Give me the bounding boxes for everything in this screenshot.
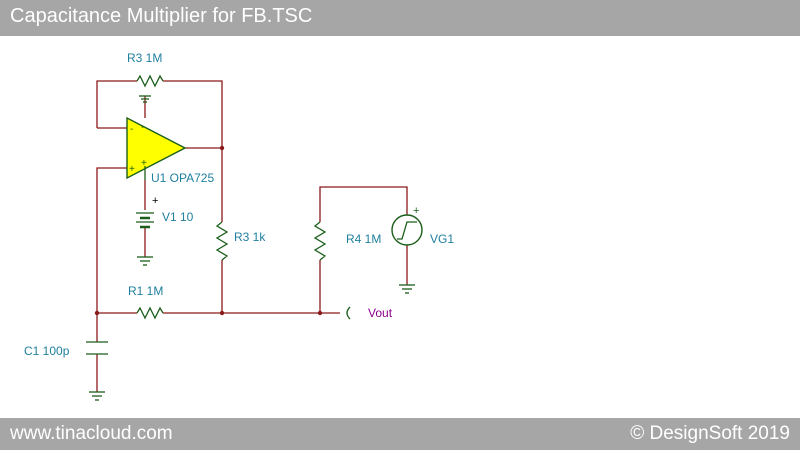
title-bar: Capacitance Multiplier for FB.TSC: [0, 0, 800, 36]
vg-plus-sign: +: [413, 205, 419, 217]
schematic-svg: - + - + +: [24, 51, 454, 401]
junction-dot: [317, 310, 323, 316]
page-title: Capacitance Multiplier for FB.TSC: [10, 5, 313, 27]
opamp-vplus-sign: +: [141, 158, 147, 169]
label-u1: U1 OPA725: [151, 171, 214, 185]
junction-dot: [94, 310, 100, 316]
label-r1: R1 1M: [128, 284, 163, 298]
label-vg1: VG1: [430, 232, 454, 246]
footer-bar: www.tinacloud.com © DesignSoft 2019: [0, 418, 800, 450]
label-v1: V1 10: [162, 210, 194, 224]
junction-dot: [219, 145, 225, 151]
ground-icon: [89, 391, 105, 401]
ground-icon: [139, 95, 151, 103]
resistor-r4[interactable]: [313, 221, 327, 261]
opamp-body: [126, 116, 187, 180]
vout-terminal[interactable]: [346, 306, 351, 320]
junction-dots: [94, 145, 323, 316]
battery-plus-sign: +: [152, 195, 158, 207]
label-r3-mid: R3 1k: [234, 230, 266, 244]
capacitor-c1[interactable]: [86, 341, 108, 355]
label-r4: R4 1M: [346, 232, 381, 246]
footer-website: www.tinacloud.com: [10, 423, 173, 444]
opamp-plus-sign: +: [129, 164, 135, 175]
ground-icon: [399, 284, 415, 294]
resistor-r3-mid[interactable]: [215, 221, 229, 261]
ground-icon: [137, 256, 153, 266]
opamp-minus-sign: -: [130, 124, 133, 135]
junction-dot: [219, 310, 225, 316]
resistor-r3-top[interactable]: [136, 74, 164, 88]
label-c1: C1 100p: [24, 344, 70, 358]
footer-copyright: © DesignSoft 2019: [630, 423, 790, 444]
label-vout: Vout: [368, 306, 393, 320]
opamp-vminus-sign: -: [141, 122, 144, 133]
opamp-u1[interactable]: - + - +: [126, 116, 187, 180]
resistor-r1[interactable]: [136, 306, 164, 320]
schematic-canvas: - + - + +: [0, 36, 800, 418]
label-r3-top: R3 1M: [127, 51, 162, 65]
voltage-generator-vg1[interactable]: +: [391, 205, 423, 246]
wires: [96, 80, 408, 392]
battery-v1[interactable]: +: [136, 195, 158, 229]
